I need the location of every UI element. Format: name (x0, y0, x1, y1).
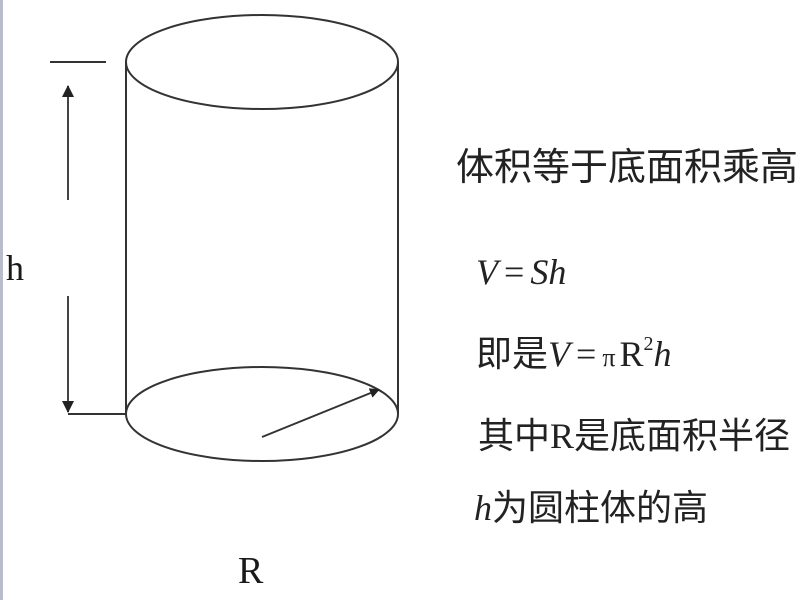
formula-pi: π (602, 343, 616, 372)
formula-v: V (548, 334, 571, 374)
formula-r: R (619, 334, 644, 374)
formula-v-equals-sh: V=Sh (476, 254, 566, 291)
radius-arrow (261, 388, 380, 438)
height-explanation-h: h (474, 488, 492, 528)
radius-label: R (238, 550, 264, 592)
height-explanation-suffix: 为圆柱体的高 (492, 488, 709, 529)
formula-exponent: 2 (643, 333, 654, 355)
cylinder-bottom-ellipse (125, 366, 399, 462)
formula-prefix: 即是 (476, 334, 549, 375)
radius-explanation-suffix: 是底面积半径 (574, 416, 791, 457)
formula-equals: = (576, 334, 597, 374)
radius-explanation-r: R (550, 416, 575, 456)
volume-definition-text: 体积等于底面积乘高 (456, 145, 799, 189)
formula-v: V (476, 252, 498, 292)
formula-equals: = (504, 252, 525, 292)
height-label: h (6, 248, 24, 288)
cylinder-top-ellipse (125, 14, 399, 110)
formula-h: h (653, 334, 672, 374)
radius-explanation-prefix: 其中 (478, 416, 551, 457)
height-explanation: h为圆柱体的高 (474, 490, 708, 527)
formula-sh: Sh (530, 252, 567, 292)
left-border (0, 0, 3, 600)
radius-explanation: 其中R是底面积半径 (478, 418, 790, 455)
